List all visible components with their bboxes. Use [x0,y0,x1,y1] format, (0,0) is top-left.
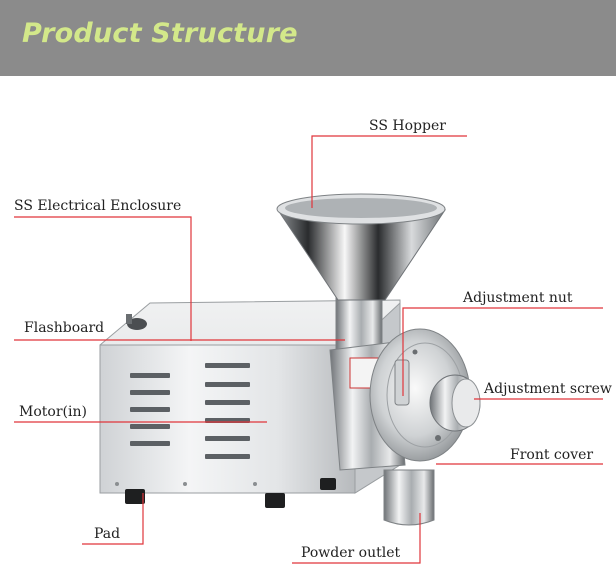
label-ss-hopper: SS Hopper [369,118,446,134]
label-pad: Pad [94,526,121,542]
screws [115,482,257,486]
switch-knob [126,314,147,330]
label-flashboard: Flashboard [24,320,105,336]
leader-pad [82,493,144,545]
label-front-cover: Front cover [510,447,594,463]
label-ss-electrical-enclosure: SS Electrical Enclosure [14,198,182,214]
feet [125,478,336,508]
leader-adjustment-nut [402,307,603,396]
machine-diagram [14,135,603,564]
adjustment-nut [394,359,410,406]
label-adjustment-nut: Adjustment nut [463,290,573,306]
label-powder-outlet: Powder outlet [301,545,401,561]
label-motor-in: Motor(in) [19,404,87,420]
label-adjustment-screw: Adjustment screw [484,381,612,397]
powder-outlet-tube [383,469,435,526]
header-bar: Product Structure [0,0,616,76]
leader-ss-electrical-enclosure [14,216,192,341]
page-title: Product Structure [22,18,298,49]
leader-powder-outlet [292,513,421,564]
leader-lines [14,135,603,564]
leader-ss-hopper [311,135,467,208]
